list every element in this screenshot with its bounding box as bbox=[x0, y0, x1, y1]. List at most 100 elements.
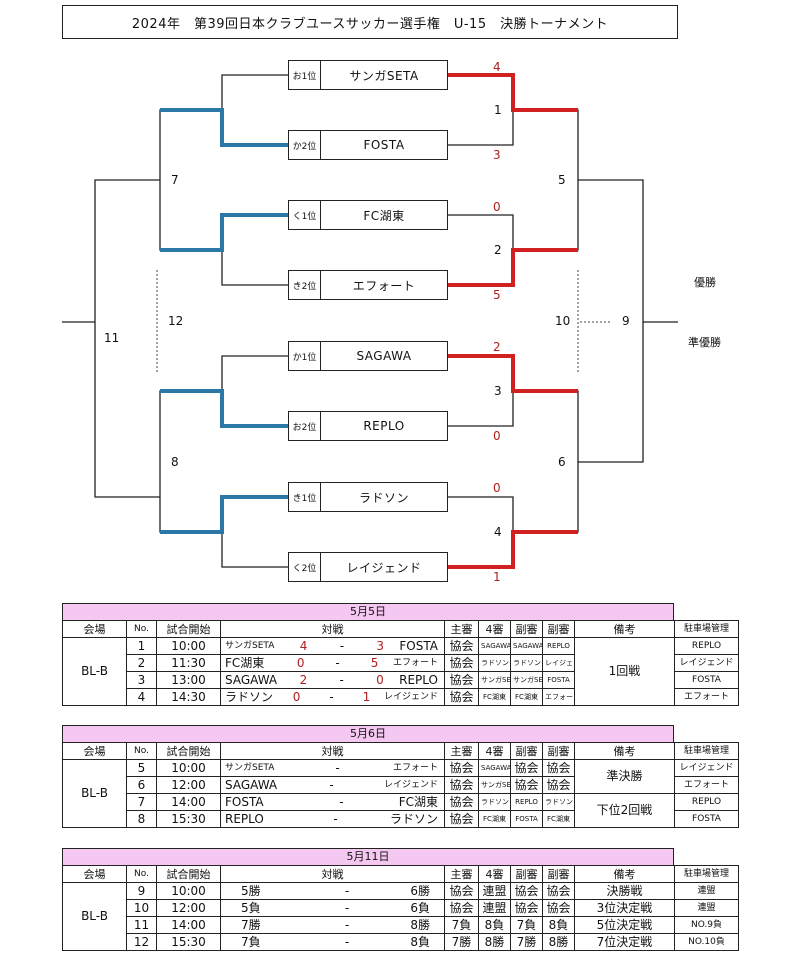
note-cell: 3位決定戦 bbox=[574, 899, 675, 917]
col-header: 4審 bbox=[478, 620, 511, 638]
score-a: 2 bbox=[299, 672, 308, 687]
col-header: 主審 bbox=[444, 742, 479, 760]
vs-dash: - bbox=[339, 672, 344, 687]
kickoff-time: 14:30 bbox=[156, 688, 221, 706]
referee: 協会 bbox=[444, 882, 479, 900]
parking-manager: エフォート bbox=[674, 688, 739, 706]
schedule-date: 5月5日 bbox=[62, 603, 674, 620]
team-seed: く2位 bbox=[289, 553, 321, 581]
fourth-official: ラドソン bbox=[478, 654, 511, 672]
parking-manager: NO.9負 bbox=[674, 916, 739, 934]
table-row: 11 14:00 7勝-8勝 7負 8負 7負 8負 5位決定戦 NO.9負 bbox=[63, 916, 739, 934]
col-header: 対戦 bbox=[220, 865, 445, 883]
col-header: 駐車場管理 bbox=[674, 620, 739, 638]
kickoff-time: 10:00 bbox=[156, 637, 221, 655]
team-box: き1位ラドソン bbox=[288, 482, 448, 512]
match-number: 10 bbox=[555, 314, 571, 328]
assistant-referee: 協会 bbox=[542, 899, 575, 917]
matchup-cell: 7負-8負 bbox=[220, 933, 445, 951]
team-name: エフォート bbox=[352, 278, 416, 293]
match-no: 3 bbox=[126, 671, 157, 689]
match-no: 7 bbox=[126, 793, 157, 811]
match-no: 12 bbox=[126, 933, 157, 951]
matchup-cell: REPLO-ラドソン bbox=[220, 810, 445, 828]
table-header-row: 会場 No. 試合開始 対戦 主審 4審 副審 副審 備考 駐車場管理 bbox=[62, 620, 739, 638]
referee: 協会 bbox=[444, 654, 479, 672]
team-b: 8勝 bbox=[410, 917, 430, 932]
fourth-official: 8勝 bbox=[478, 933, 511, 951]
team-seed: か1位 bbox=[289, 342, 321, 370]
kickoff-time: 14:00 bbox=[156, 793, 221, 811]
col-header: 副審 bbox=[510, 742, 543, 760]
placement-dashed-lines bbox=[156, 270, 612, 372]
assistant-referee: FC湖東 bbox=[510, 688, 543, 706]
assistant-referee: ラドソン bbox=[510, 654, 543, 672]
table-row: BL-B 9 10:00 5勝-6勝 協会 連盟 協会 協会 決勝戦 連盟 bbox=[62, 882, 739, 951]
team-a: サンガSETA bbox=[225, 640, 275, 651]
team-name: FC湖東 bbox=[363, 208, 405, 223]
col-header: 副審 bbox=[542, 865, 575, 883]
fourth-official: サンガSETA bbox=[478, 671, 511, 689]
matchup-cell: サンガSETA-エフォート bbox=[220, 759, 445, 777]
match-number: 9 bbox=[622, 314, 630, 328]
assistant-referee: FOSTA bbox=[510, 810, 543, 828]
table-row: 12 15:30 7負-8負 7勝 8勝 7勝 8勝 7位決定戦 NO.10負 bbox=[63, 933, 739, 951]
fourth-official: ラドソン bbox=[478, 793, 511, 811]
team-b: 6負 bbox=[410, 900, 430, 915]
kickoff-time: 12:00 bbox=[156, 776, 221, 794]
team-name: REPLO bbox=[363, 419, 405, 433]
referee: 7負 bbox=[444, 916, 479, 934]
vs-dash: - bbox=[339, 638, 345, 653]
score-a: 0 bbox=[296, 655, 305, 670]
fourth-official: SAGAWA bbox=[478, 759, 511, 777]
kickoff-time: 15:30 bbox=[156, 810, 221, 828]
team-a: FC湖東 bbox=[225, 655, 265, 670]
parking-manager: 連盟 bbox=[674, 882, 739, 900]
col-header: No. bbox=[126, 865, 157, 883]
assistant-referee: 8負 bbox=[542, 916, 575, 934]
match-no: 2 bbox=[126, 654, 157, 672]
team-name: レイジェンド bbox=[346, 560, 422, 575]
col-header: 4審 bbox=[478, 865, 511, 883]
team-b: 8負 bbox=[410, 934, 430, 949]
match-no: 4 bbox=[126, 688, 157, 706]
match-number: 5 bbox=[558, 173, 566, 187]
match-no: 11 bbox=[126, 916, 157, 934]
parking-manager: FOSTA bbox=[674, 671, 739, 689]
kickoff-time: 13:00 bbox=[156, 671, 221, 689]
assistant-referee: 協会 bbox=[510, 899, 543, 917]
matchup-cell: 7勝-8勝 bbox=[220, 916, 445, 934]
assistant-referee: 7負 bbox=[510, 916, 543, 934]
fourth-official: 連盟 bbox=[478, 882, 511, 900]
team-a: 5負 bbox=[241, 900, 261, 915]
team-box: き2位エフォート bbox=[288, 270, 448, 300]
kickoff-time: 11:30 bbox=[156, 654, 221, 672]
matchup-cell: 5負-6負 bbox=[220, 899, 445, 917]
team-b: エフォート bbox=[392, 762, 438, 773]
bracket-lines bbox=[62, 73, 678, 569]
parking-manager: エフォート bbox=[674, 776, 739, 794]
schedule-day-1: 5月5日 会場 No. 試合開始 対戦 主審 4審 副審 副審 備考 駐車場管理… bbox=[62, 603, 739, 706]
table-row: 8 15:30 REPLO-ラドソン 協会 FC湖東 FOSTA FC湖東 FO… bbox=[63, 810, 739, 828]
schedule-table: 会場 No. 試合開始 対戦 主審 4審 副審 副審 備考 駐車場管理 BL-B… bbox=[62, 865, 739, 951]
team-a: FOSTA bbox=[225, 794, 264, 809]
matchup-cell: 5勝-6勝 bbox=[220, 882, 445, 900]
assistant-referee: 7勝 bbox=[510, 933, 543, 951]
match-number: 4 bbox=[494, 525, 502, 539]
col-header: 備考 bbox=[574, 620, 675, 638]
schedule-table: 会場 No. 試合開始 対戦 主審 4審 副審 副審 備考 駐車場管理 BL-B… bbox=[62, 742, 739, 828]
col-header: 4審 bbox=[478, 742, 511, 760]
team-name: ラドソン bbox=[358, 490, 409, 505]
fourth-official: サンガSETA bbox=[478, 776, 511, 794]
team-a: サンガSETA bbox=[225, 762, 275, 773]
note-cell: 下位2回戦 bbox=[574, 793, 675, 828]
assistant-referee: 協会 bbox=[542, 882, 575, 900]
col-header: 駐車場管理 bbox=[674, 742, 739, 760]
note-cell: 1回戦 bbox=[574, 637, 675, 706]
fourth-official: 連盟 bbox=[478, 899, 511, 917]
vs-dash: - bbox=[344, 883, 350, 898]
col-header: No. bbox=[126, 620, 157, 638]
